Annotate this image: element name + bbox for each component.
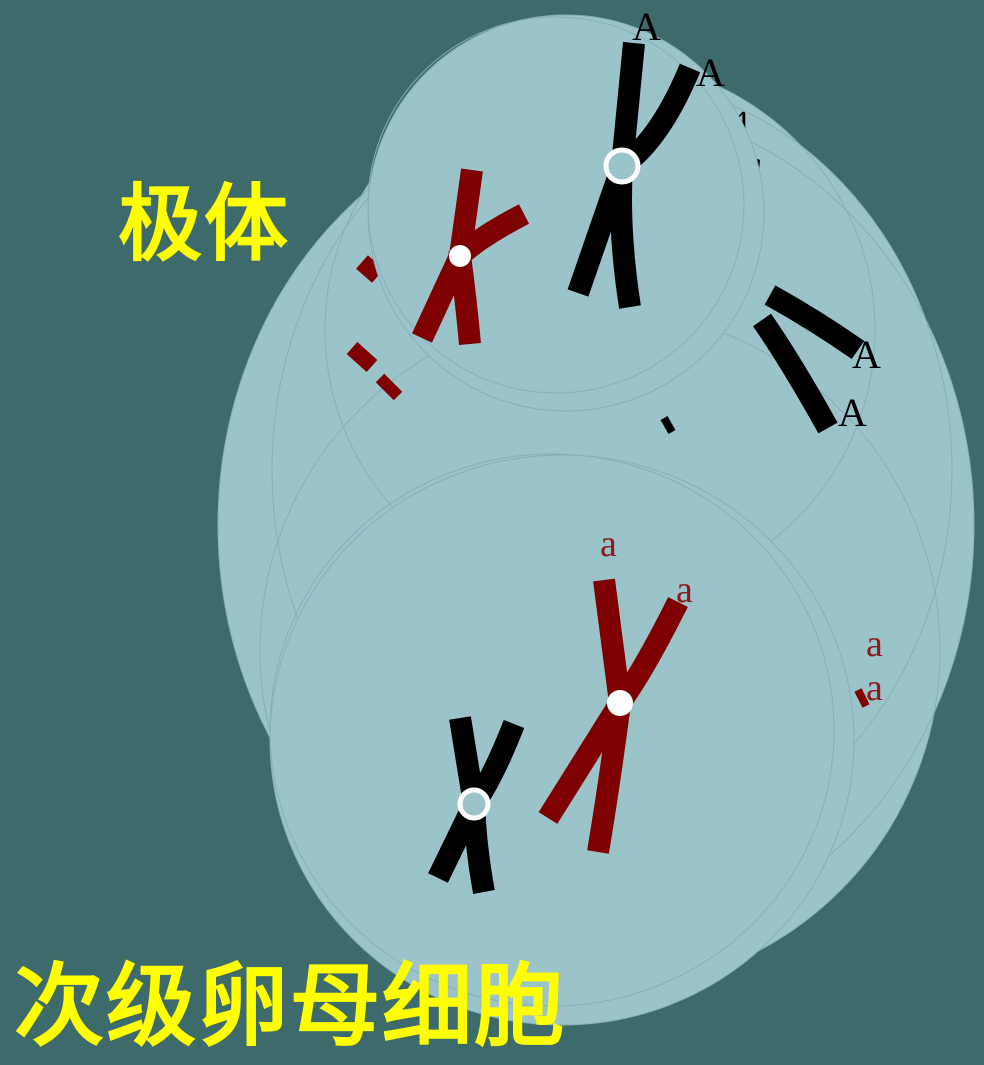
gene-letter: A <box>632 4 661 49</box>
gene-letter: a <box>676 569 693 611</box>
ghost-gene-letter: a <box>866 623 883 665</box>
oocyte-red-chromosome <box>538 578 688 854</box>
ghost-gene-letter: A <box>838 390 867 435</box>
secondary-oocyte-cell <box>269 453 855 1026</box>
ghost-chromosome-arm <box>764 285 865 360</box>
oocyte-outline <box>269 453 835 1007</box>
centromere <box>607 690 633 716</box>
centromere <box>449 245 471 267</box>
ghost-chromosome-fragment <box>346 342 378 372</box>
oocyte-membrane <box>270 455 854 1025</box>
gene-letter: A <box>696 50 725 95</box>
gene-letter: a <box>600 523 617 565</box>
ghost-gene-letter: A <box>852 332 881 377</box>
ghost-chromosome-fragment <box>854 688 870 708</box>
ghost-chromosome-fragment <box>375 373 403 401</box>
ghost-chromosomes <box>346 255 870 708</box>
ghost-chromosome-fragment <box>660 416 676 434</box>
ghost-chromosome-arm <box>752 313 838 434</box>
polar-body-dark-chromosome <box>567 41 701 309</box>
ghost-chromosome-fragment <box>356 255 384 283</box>
polar-body-outline <box>367 16 745 394</box>
oocyte-dark-chromosome <box>428 716 525 895</box>
centromere <box>603 147 641 185</box>
polar-body-red-chromosome <box>412 168 530 345</box>
secondary-oocyte-label: 次级卵母细胞 <box>14 954 566 1059</box>
ghost-gene-letter: a <box>866 667 883 709</box>
centromere <box>457 787 491 821</box>
polar-body-label: 极体 <box>118 175 291 273</box>
